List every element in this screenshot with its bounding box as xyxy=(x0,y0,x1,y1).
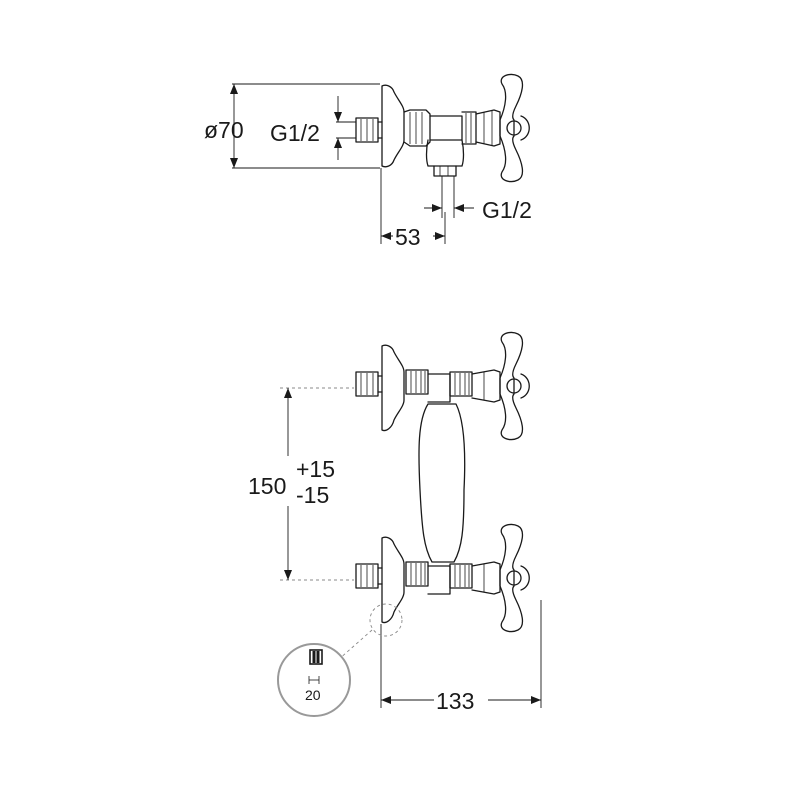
dim-centers-tol-plus: +15 xyxy=(296,456,335,482)
detail-callout-marker xyxy=(369,603,403,637)
top-outlet xyxy=(425,139,465,167)
top-view: ø70 G1/2 G1/2 53 xyxy=(204,73,532,250)
dim-diameter: ø70 xyxy=(204,117,244,143)
front-connecting-bar xyxy=(418,403,466,563)
dim-centers-value: 150 xyxy=(248,473,286,499)
top-cross-handle xyxy=(499,73,530,183)
front-lower-valve xyxy=(355,523,530,633)
detail-view: 20 xyxy=(277,643,351,717)
front-upper-valve xyxy=(355,331,530,441)
top-inlet-nut xyxy=(355,117,383,143)
dim-inlet-thread: G1/2 xyxy=(270,120,320,146)
dim-outlet-thread: G1/2 xyxy=(482,197,532,223)
top-flange xyxy=(381,84,405,168)
dim-centers-tol-minus: -15 xyxy=(296,482,329,508)
dim-wall-depth: 20 xyxy=(305,687,321,703)
dim-depth: 53 xyxy=(395,224,421,250)
top-valve-body xyxy=(403,109,431,147)
dim-width: 133 xyxy=(436,688,474,714)
front-view: 150 +15 -15 133 xyxy=(246,331,542,714)
